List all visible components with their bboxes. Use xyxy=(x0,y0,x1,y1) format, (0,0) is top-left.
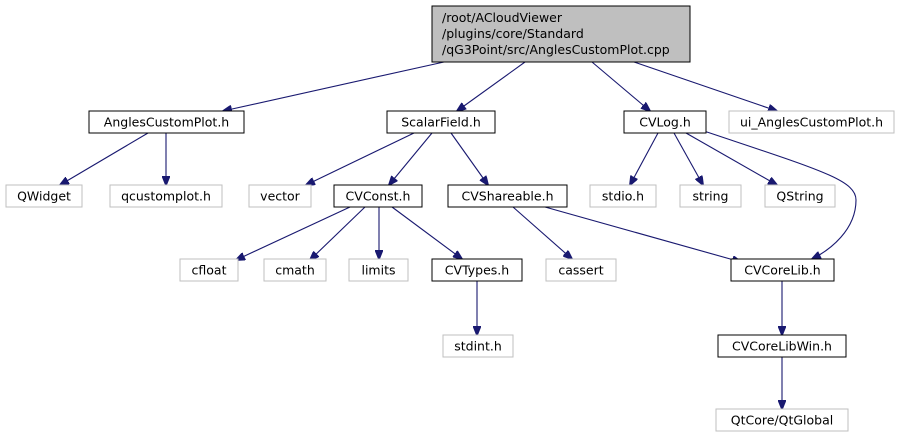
node-label: stdint.h xyxy=(454,339,502,354)
node-label: cmath xyxy=(275,263,315,278)
node-qstring[interactable]: QString xyxy=(764,184,836,208)
node-string[interactable]: string xyxy=(679,184,742,208)
node-box xyxy=(431,5,691,63)
edge-acp-to-qwidget xyxy=(60,132,149,185)
node-qcp[interactable]: qcustomplot.h xyxy=(109,184,223,208)
node-box xyxy=(263,258,327,282)
node-label: stdio.h xyxy=(602,189,644,204)
node-limits[interactable]: limits xyxy=(348,258,409,282)
edge-root-to-ui xyxy=(633,61,777,111)
node-cassert[interactable]: cassert xyxy=(545,258,617,282)
node-cvshare[interactable]: CVShareable.h xyxy=(447,184,568,208)
node-label: ui_AnglesCustomPlot.h xyxy=(740,115,883,130)
node-cvlog[interactable]: CVLog.h xyxy=(623,110,707,134)
node-label: /plugins/core/Standard xyxy=(442,26,584,41)
edge-cvshare-to-cassert xyxy=(512,206,572,259)
node-label: ScalarField.h xyxy=(401,115,481,130)
node-acp[interactable]: AnglesCustomPlot.h xyxy=(88,110,245,134)
edge-cvlog-to-string xyxy=(673,132,703,185)
node-label: AnglesCustomPlot.h xyxy=(104,115,229,130)
node-box xyxy=(623,110,707,134)
node-box xyxy=(333,184,423,208)
node-box xyxy=(728,110,895,134)
node-label: /root/ACloudViewer xyxy=(442,10,563,25)
edge-cvlog-to-qstring xyxy=(685,132,777,185)
edge-cvconst-to-cfloat xyxy=(236,206,351,260)
node-label: QWidget xyxy=(17,189,71,204)
node-box xyxy=(348,258,409,282)
node-label: qcustomplot.h xyxy=(121,189,211,204)
node-box xyxy=(442,334,514,358)
edge-cvlog-to-cvcore xyxy=(703,130,857,259)
node-box xyxy=(545,258,617,282)
edge-cvconst-to-cmath xyxy=(310,206,366,260)
node-label: CVCoreLib.h xyxy=(744,263,820,278)
node-cfloat[interactable]: cfloat xyxy=(179,258,239,282)
node-qtglob[interactable]: QtCore/QtGlobal xyxy=(715,408,849,432)
node-label: limits xyxy=(361,263,395,278)
edge-root-to-sf xyxy=(457,61,526,111)
node-label: vector xyxy=(260,189,301,204)
node-qwidget[interactable]: QWidget xyxy=(5,184,83,208)
edge-sf-to-cvshare xyxy=(450,132,488,185)
node-box xyxy=(715,408,849,432)
node-stdio[interactable]: stdio.h xyxy=(589,184,657,208)
node-box xyxy=(679,184,742,208)
node-label: CVLog.h xyxy=(639,115,691,130)
edge-root-to-acp xyxy=(223,61,445,111)
node-box xyxy=(386,110,496,134)
nodes: /root/ACloudViewer/plugins/core/Standard… xyxy=(5,5,895,432)
node-label: string xyxy=(693,189,729,204)
node-box xyxy=(431,258,523,282)
node-cvcore[interactable]: CVCoreLib.h xyxy=(730,258,835,282)
node-cvconst[interactable]: CVConst.h xyxy=(333,184,423,208)
node-box xyxy=(88,110,245,134)
node-label: CVCoreLibWin.h xyxy=(732,339,832,354)
node-label: QtCore/QtGlobal xyxy=(731,413,834,428)
edge-cvlog-to-stdio xyxy=(630,132,659,185)
node-root[interactable]: /root/ACloudViewer/plugins/core/Standard… xyxy=(431,5,691,63)
node-stdint[interactable]: stdint.h xyxy=(442,334,514,358)
edges xyxy=(60,61,857,409)
edge-cvshare-to-cvcore xyxy=(544,206,741,262)
edge-sf-to-cvconst xyxy=(389,132,433,185)
node-vector[interactable]: vector xyxy=(248,184,312,208)
node-box xyxy=(764,184,836,208)
edge-root-to-cvlog xyxy=(591,61,650,111)
node-label: cassert xyxy=(558,263,603,278)
node-label: /qG3Point/src/AnglesCustomPlot.cpp xyxy=(442,42,670,57)
node-box xyxy=(109,184,223,208)
node-box xyxy=(589,184,657,208)
node-label: QString xyxy=(776,189,823,204)
edge-cvconst-to-cvtypes xyxy=(391,206,462,259)
node-cvtypes[interactable]: CVTypes.h xyxy=(431,258,523,282)
node-label: CVTypes.h xyxy=(445,263,509,278)
node-box xyxy=(248,184,312,208)
node-label: CVConst.h xyxy=(346,189,411,204)
node-cvwin[interactable]: CVCoreLibWin.h xyxy=(717,334,847,358)
node-box xyxy=(447,184,568,208)
node-sf[interactable]: ScalarField.h xyxy=(386,110,496,134)
node-box xyxy=(179,258,239,282)
edge-sf-to-vector xyxy=(306,132,415,185)
node-label: cfloat xyxy=(192,263,227,278)
node-label: CVShareable.h xyxy=(461,189,553,204)
node-box xyxy=(5,184,83,208)
node-box xyxy=(717,334,847,358)
node-box xyxy=(730,258,835,282)
node-ui[interactable]: ui_AnglesCustomPlot.h xyxy=(728,110,895,134)
node-cmath[interactable]: cmath xyxy=(263,258,327,282)
